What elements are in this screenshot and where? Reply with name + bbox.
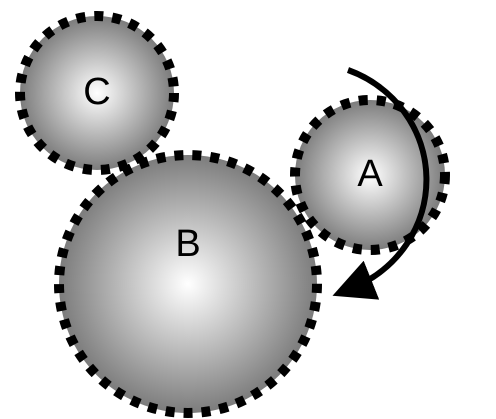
gear-c: C — [15, 11, 179, 175]
gear-c-label: C — [83, 71, 110, 113]
gear-a-label: A — [357, 153, 383, 195]
gear-a-body — [295, 100, 445, 250]
gear-b-teeth — [54, 150, 322, 418]
gear-a: A — [290, 95, 450, 255]
gear-c-body — [20, 16, 174, 170]
gear-b-body — [59, 155, 317, 413]
gear-c-teeth — [15, 11, 179, 175]
clockwise-arrow-icon — [332, 67, 430, 300]
gear-a-teeth — [290, 95, 450, 255]
gear-b-label: B — [175, 223, 200, 265]
gear-b: B — [54, 150, 322, 418]
